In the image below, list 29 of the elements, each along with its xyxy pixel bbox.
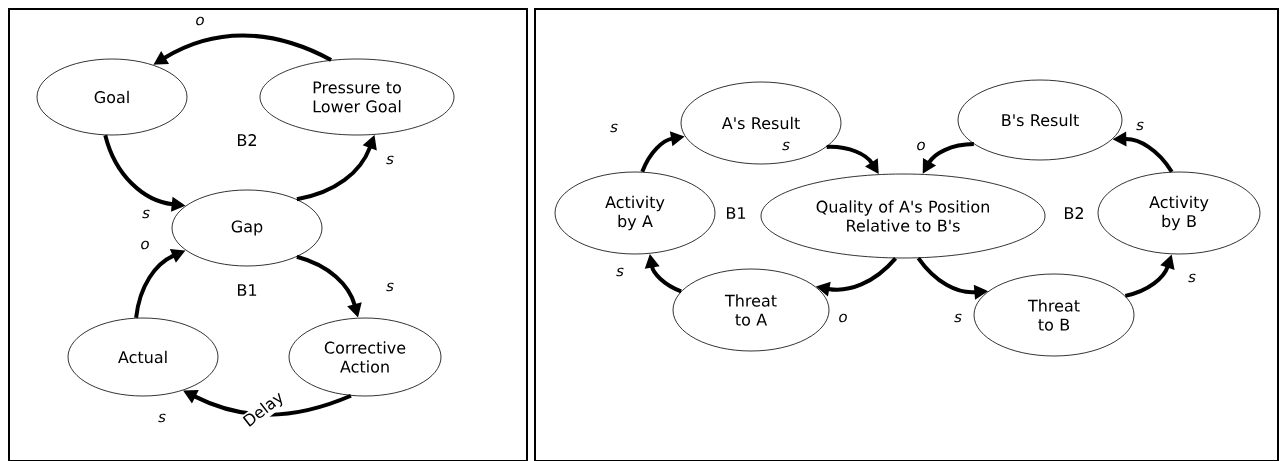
polarity-label: s <box>610 123 618 133</box>
ellipse-node: Threat to B <box>973 273 1135 357</box>
polarity-label: s <box>386 155 394 165</box>
ellipse-node: Activity by B <box>1097 171 1261 255</box>
loop-label: B1 <box>724 206 748 220</box>
polarity-label: o <box>141 240 149 250</box>
polarity-label: s <box>782 141 790 151</box>
polarity-label: o <box>196 16 204 26</box>
loop-label: B2 <box>235 133 259 147</box>
polarity-label: s <box>616 267 624 277</box>
loop-label: B2 <box>1062 206 1086 220</box>
polarity-label: o <box>839 313 847 323</box>
polarity-label: s <box>1188 273 1196 283</box>
polarity-label: s <box>954 313 962 323</box>
ellipse-node: Corrective Action <box>288 317 442 397</box>
polarity-label: s <box>386 282 394 292</box>
polarity-label: s <box>1136 121 1144 131</box>
ellipse-node: Actual <box>67 317 219 397</box>
ellipse-node: Threat to A <box>672 268 830 352</box>
ellipse-node: Goal <box>36 58 188 136</box>
ellipse-node: B's Result <box>957 79 1123 161</box>
ellipse-node: Pressure to Lower Goal <box>259 58 455 136</box>
ellipse-node: Activity by A <box>554 171 716 255</box>
ellipse-node: Gap <box>171 189 323 267</box>
polarity-label: o <box>917 141 925 151</box>
loop-label: B1 <box>235 283 259 297</box>
polarity-label: s <box>142 209 150 219</box>
ellipse-node: Quality of A's Position Relative to B's <box>760 173 1046 259</box>
polarity-label: s <box>158 413 166 423</box>
